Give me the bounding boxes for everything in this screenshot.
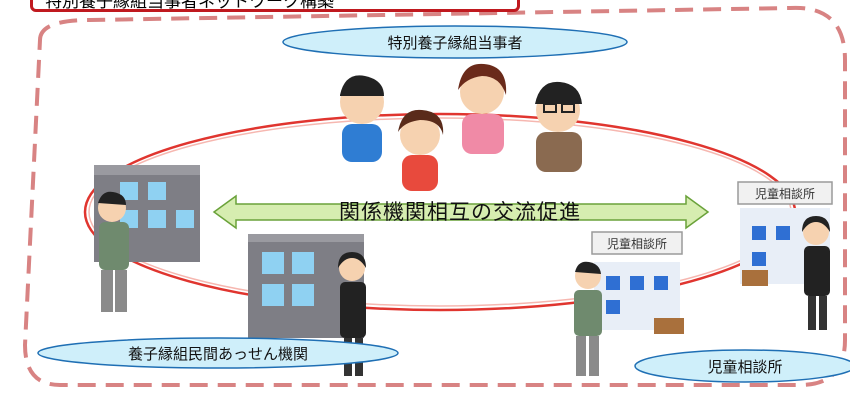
staff-person-bottom-right (574, 261, 602, 376)
interaction-double-arrow (212, 194, 710, 230)
pill-bottom-right (634, 349, 850, 383)
header-title: 特別養子縁組当事者ネットワーク構築 (45, 0, 334, 12)
building-sign-text: 児童相談所 (755, 186, 815, 201)
pill-top (282, 25, 628, 59)
pill-bottom-left (37, 337, 399, 369)
node-label-bottom-left: 養子縁組民間あっせん機関 (38, 341, 398, 365)
node-label-top: 特別養子縁組当事者 (283, 30, 627, 54)
consultation-center-building: 児童相談所 (591, 231, 684, 334)
node-label-bottom-right: 児童相談所 (635, 354, 850, 378)
building-sign-text: 児童相談所 (607, 236, 667, 251)
node-label-bottom-right-text: 児童相談所 (707, 357, 783, 376)
staff-person-left (98, 191, 129, 312)
header-title-box: 特別養子縁組当事者ネットワーク構築 (30, 0, 520, 12)
staff-person-right (802, 216, 830, 330)
dashed-region-border (22, 5, 847, 387)
people-illustration (340, 63, 582, 191)
arrow-label: 関係機関相互の交流促進 (339, 200, 581, 224)
node-label-top-text: 特別養子縁組当事者 (387, 33, 523, 52)
node-label-bottom-left-text: 養子縁組民間あっせん機関 (127, 344, 308, 363)
